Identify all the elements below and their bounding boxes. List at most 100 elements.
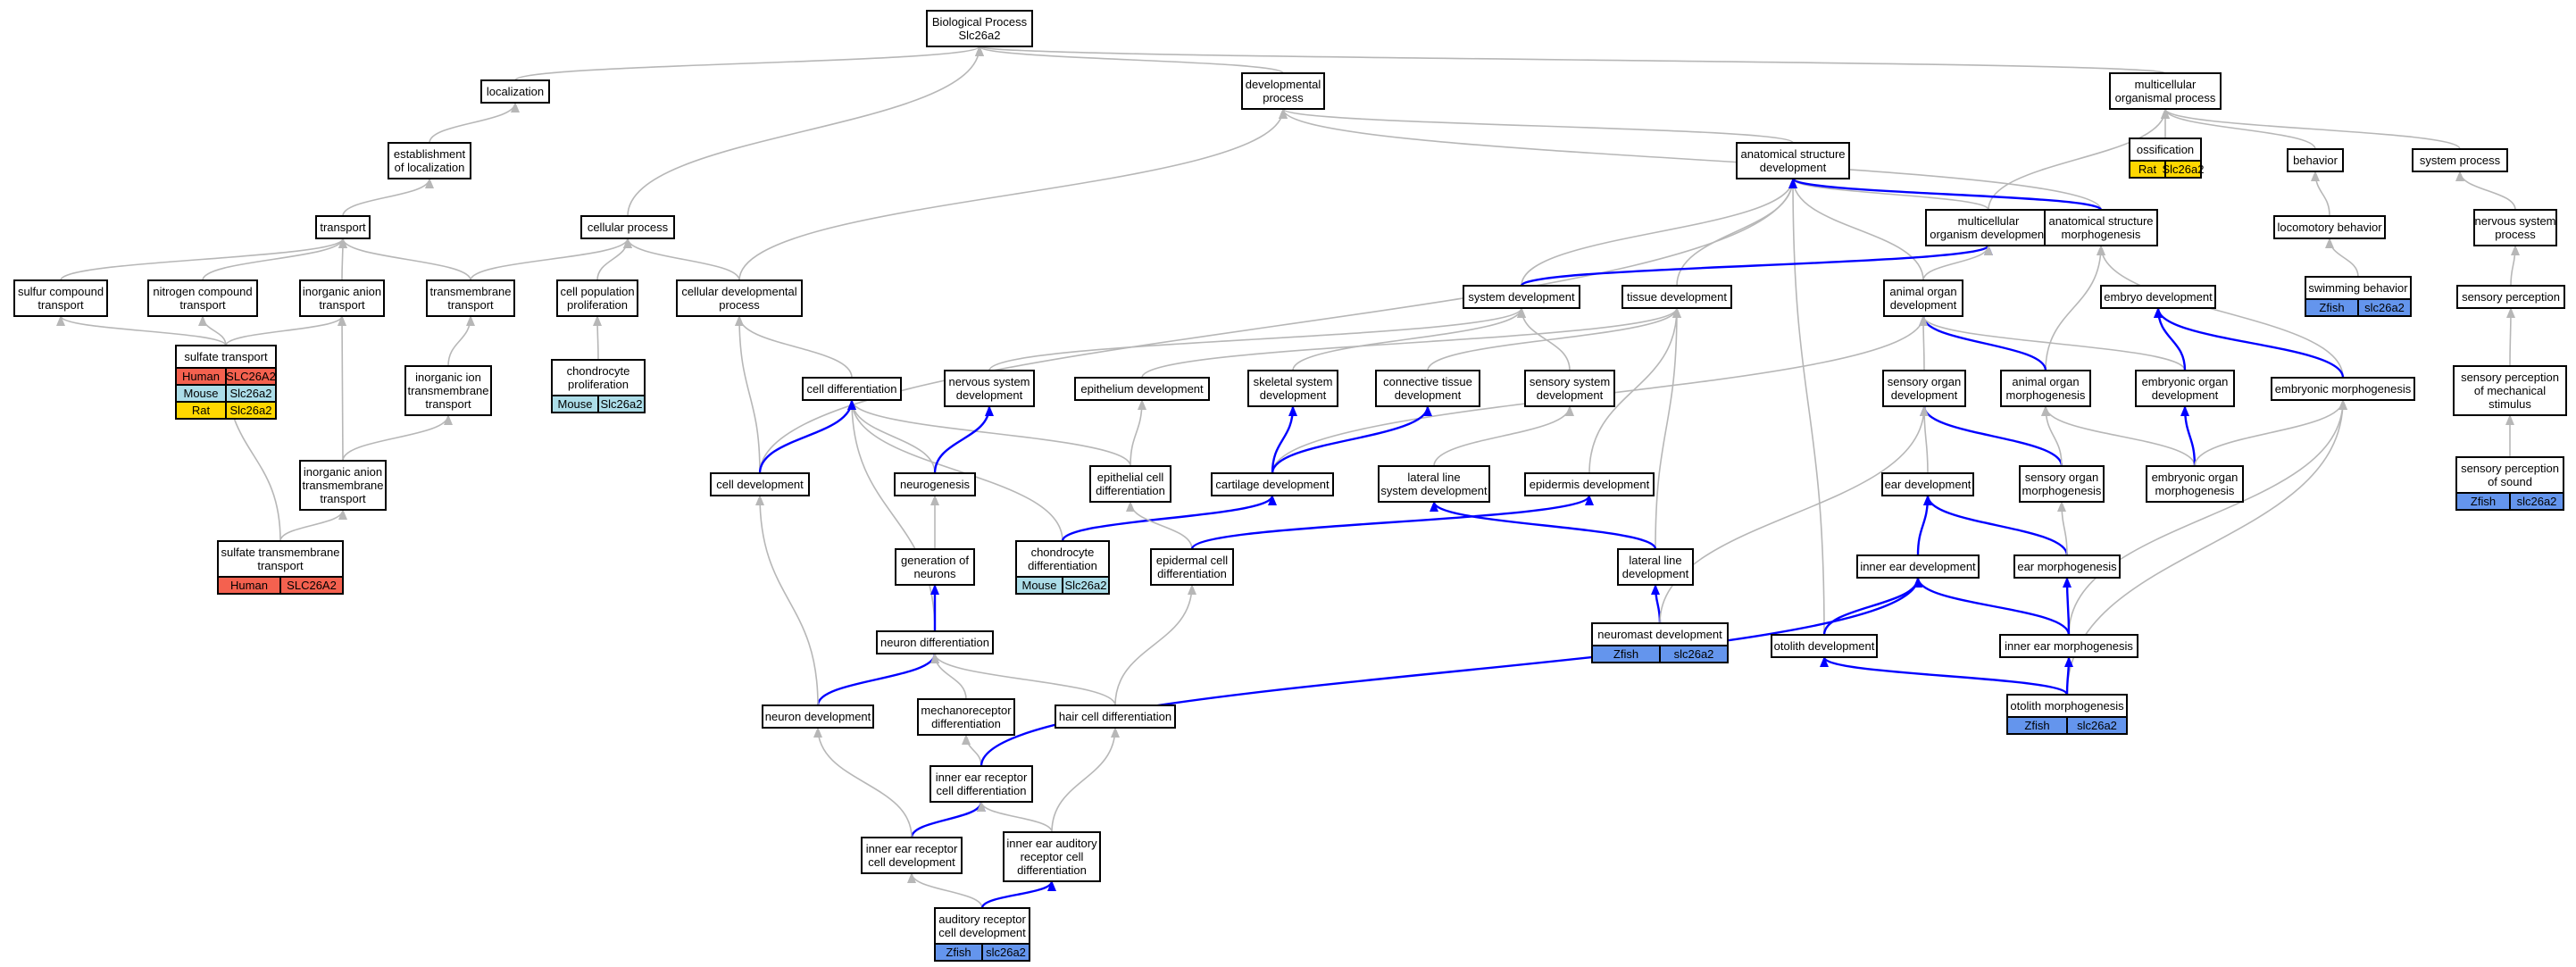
go-term-node-neuron-diff[interactable]: neuron differentiation [876, 630, 994, 654]
go-term-node-epidermis-dev[interactable]: epidermis development [1524, 472, 1655, 496]
go-term-node-neurogenesis[interactable]: neurogenesis [894, 472, 976, 496]
go-term-label: differentiation [1157, 567, 1227, 580]
go-term-box [2287, 148, 2344, 172]
go-term-box [2473, 209, 2557, 246]
edge-transmembrane-to-transport [338, 238, 471, 281]
go-term-node-inner-ear-dev[interactable]: inner ear development [1856, 554, 1980, 579]
go-term-node-embryo-dev[interactable]: embryo development [2100, 285, 2216, 309]
go-term-label: development [1260, 388, 1327, 402]
go-term-label: process [1263, 91, 1304, 104]
go-term-node-system-dev[interactable]: system development [1463, 285, 1580, 309]
go-term-node-inner-ear-morph[interactable]: inner ear morphogenesis [1999, 634, 2138, 658]
go-term-node-epithelium-dev[interactable]: epithelium development [1074, 377, 1210, 401]
edge-behavior-to-multi-org [2161, 108, 2316, 150]
go-term-node-behavior[interactable]: behavior [2287, 148, 2344, 172]
go-term-label: process [719, 298, 760, 312]
go-term-node-tissue-dev[interactable]: tissue development [1621, 285, 1732, 309]
go-term-node-ear-morph[interactable]: ear morphogenesis [2013, 554, 2121, 579]
edge-animal-organ-morph-to-animal-organ-dev [1919, 315, 2047, 371]
go-term-box [1241, 72, 1325, 110]
edge-inorg-ion-tm-to-transmembrane [447, 315, 475, 367]
go-term-node-transport[interactable]: transport [315, 215, 371, 239]
go-term-node-cartilage-dev[interactable]: cartilage development [1211, 472, 1334, 496]
edge-embryonic-organ-morph-to-embryonic-organ-dev [2180, 405, 2197, 467]
go-term-node-cellular-process[interactable]: cellular process [580, 215, 675, 239]
go-term-box [930, 765, 1033, 803]
go-term-node-localization[interactable]: localization [480, 79, 550, 104]
go-term-box [2019, 465, 2105, 503]
go-term-node-hair-cell-diff[interactable]: hair cell differentiation [1055, 704, 1176, 729]
go-term-label: cell development [868, 855, 955, 869]
edge-ear-dev-to-sensory-organ-dev [1920, 405, 1930, 474]
go-term-node-ear-dev[interactable]: ear development [1881, 472, 1974, 496]
go-term-label: ear morphogenesis [2017, 560, 2117, 573]
go-term-label: neurogenesis [900, 478, 971, 491]
go-term-node-system-process[interactable]: system process [2412, 148, 2508, 172]
edge-anat-dev-to-dev-proc [1279, 108, 1794, 144]
go-term-node-embryonic-morph[interactable]: embryonic morphogenesis [2271, 377, 2415, 401]
go-term-label: cartilage development [1215, 478, 1330, 491]
edge-ie-receptor-dev-to-neuron-dev [813, 727, 913, 838]
go-term-node-locomotory[interactable]: locomotory behavior [2273, 215, 2386, 239]
edge-embryonic-morph-to-embryo-dev [2154, 307, 2345, 379]
go-term-node-cell-dev[interactable]: cell development [710, 472, 810, 496]
edge-system-dev-to-multi-org-dev [1520, 244, 1993, 288]
edge-epidermal-cell-diff-to-epith-cell-diff [1126, 501, 1193, 550]
go-term-node-sensory-perception[interactable]: sensory perception [2456, 285, 2565, 309]
go-term-box [404, 365, 492, 416]
edge-inorg-anion-to-transport [338, 238, 347, 281]
go-term-box [1524, 472, 1655, 496]
go-term-node-cell-diff[interactable]: cell differentiation [802, 377, 902, 401]
go-term-node-neuron-dev[interactable]: neuron development [762, 704, 874, 729]
go-term-node-otolith-dev[interactable]: otolith development [1771, 634, 1878, 658]
